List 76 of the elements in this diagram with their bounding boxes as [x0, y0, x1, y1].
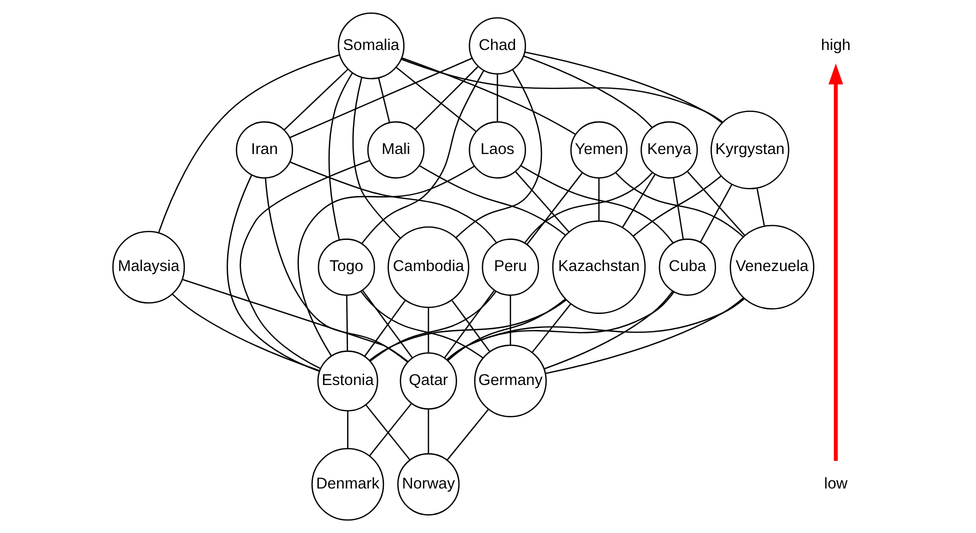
connector: [622, 174, 656, 228]
connector: [360, 70, 484, 244]
connector: [699, 184, 732, 243]
connector: [239, 160, 370, 370]
connector: [524, 51, 722, 124]
node-circle: Cuba: [658, 238, 716, 296]
label: high: [820, 36, 850, 54]
node-circle: Kyrgystan: [710, 110, 789, 190]
connector: [346, 410, 348, 449]
connector: [514, 171, 569, 233]
connector: [289, 58, 472, 138]
connector: [364, 300, 406, 356]
connector: [171, 293, 320, 372]
connector: [446, 298, 566, 362]
node-circle: Cambodia: [387, 226, 469, 308]
connector: [451, 300, 490, 352]
connector: [520, 165, 674, 244]
connector: [352, 77, 400, 238]
connector: [614, 172, 744, 238]
connector: [531, 303, 571, 353]
connector: [686, 171, 744, 236]
connector: [157, 54, 340, 234]
node-circle: Somalia: [337, 12, 404, 80]
connector: [181, 278, 408, 362]
node-circle: Venezuela: [729, 224, 814, 310]
connector: [297, 166, 474, 356]
connector: [414, 66, 478, 130]
connector: [283, 68, 348, 130]
connector: [526, 172, 582, 245]
connector: [264, 178, 408, 362]
node-circle: Kazachstan: [552, 220, 646, 314]
connector: [446, 298, 744, 360]
connector: [378, 78, 390, 123]
connector: [346, 295, 348, 352]
node-circle: Laos: [468, 121, 526, 179]
connector: [418, 165, 566, 236]
connector: [400, 58, 723, 123]
connector: [496, 74, 498, 122]
connector: [395, 66, 476, 132]
connector: [672, 178, 684, 240]
connector: [289, 161, 496, 243]
connector: [427, 308, 429, 353]
connector: [522, 55, 652, 128]
connector: [544, 298, 744, 374]
connector: [446, 408, 488, 460]
node-circle: Mali: [366, 121, 424, 179]
connector: [362, 290, 412, 358]
connector: [446, 291, 674, 360]
connector: [444, 290, 494, 358]
node-circle: Estonia: [316, 350, 378, 412]
node-circle: Qatar: [399, 352, 457, 410]
connector: [455, 69, 542, 238]
connector: [226, 175, 319, 372]
node-circle: Yemen: [570, 121, 628, 179]
connector: [368, 299, 566, 361]
connector: [524, 172, 652, 244]
connector: [328, 72, 352, 240]
connector: [598, 178, 600, 221]
connector: [427, 409, 429, 454]
node-circle: Iran: [235, 121, 293, 179]
node-circle: Norway: [396, 453, 460, 516]
node-circle: Chad: [468, 17, 526, 75]
connector: [401, 57, 576, 135]
node-circle: Peru: [481, 238, 539, 296]
label: low: [824, 475, 848, 492]
connector: [632, 176, 721, 236]
connector: [543, 290, 673, 370]
node-circle: Kenya: [640, 121, 698, 179]
connector: [756, 188, 764, 226]
node-circle: Germany: [474, 344, 546, 418]
connector: [369, 291, 496, 362]
connector: [360, 291, 483, 358]
connector: [509, 295, 511, 346]
node-circle: Togo: [317, 238, 375, 296]
node-circle: Malaysia: [112, 230, 184, 304]
node-circle: Denmark: [310, 448, 384, 521]
